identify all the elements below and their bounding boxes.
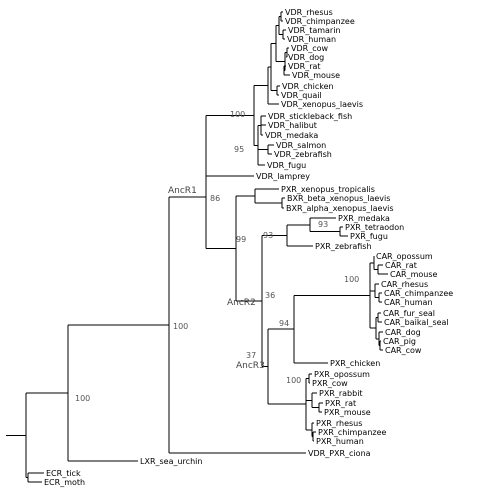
taxon-label-vdr-salmon: VDR_salmon bbox=[276, 141, 326, 150]
taxon-label-ecr-moth: ECR_moth bbox=[44, 478, 85, 487]
taxon-label-lxr-sea-urchin: LXR_sea_urchin bbox=[140, 457, 202, 466]
support-value-3: 99 bbox=[236, 235, 246, 244]
support-value-10: 100 bbox=[286, 376, 301, 385]
taxon-label-vdr-quail: VDR_quail bbox=[281, 91, 322, 100]
taxon-label-pxr-chimpanzee: PXR_chimpanzee bbox=[318, 428, 387, 437]
tree-branches bbox=[6, 11, 388, 483]
taxon-label-car-chimpanzee: CAR_chimpanzee bbox=[384, 289, 453, 298]
tree-labels: VDR_rhesusVDR_chimpanzeeVDR_tamarinVDR_h… bbox=[44, 8, 453, 487]
taxon-label-car-pig: CAR_pig bbox=[383, 337, 416, 346]
taxon-label-vdr-cow: VDR_cow bbox=[291, 44, 328, 53]
ancestral-node-ancr1: AncR1 bbox=[168, 186, 197, 196]
taxon-label-car-human: CAR_human bbox=[384, 298, 433, 307]
taxon-label-pxr-rabbit: PXR_rabbit bbox=[319, 389, 363, 398]
taxon-label-car-rat: CAR_rat bbox=[385, 261, 417, 270]
taxon-label-ecr-tick: ECR_tick bbox=[46, 469, 81, 478]
taxon-label-pxr-fugu: PXR_fugu bbox=[350, 232, 388, 241]
taxon-label-pxr-tetraodon: PXR_tetraodon bbox=[345, 223, 404, 232]
taxon-label-vdr-chimpanzee: VDR_chimpanzee bbox=[285, 17, 355, 26]
taxon-label-car-cow: CAR_cow bbox=[385, 346, 422, 355]
taxon-label-pxr-rhesus: PXR_rhesus bbox=[316, 419, 362, 428]
taxon-label-vdr-tamarin: VDR_tamarin bbox=[288, 26, 341, 35]
taxon-label-vdr-rat: VDR_rat bbox=[288, 62, 321, 71]
support-value-9: 37 bbox=[246, 351, 256, 360]
taxon-label-pxr-opossum: PXR_opossum bbox=[314, 370, 370, 379]
taxon-label-pxr-mouse: PXR_mouse bbox=[324, 408, 371, 417]
support-value-1: 95 bbox=[234, 145, 244, 154]
taxon-label-vdr-medaka: VDR_medaka bbox=[265, 131, 318, 140]
taxon-label-car-opossum: CAR_opossum bbox=[376, 252, 433, 261]
support-value-8: 94 bbox=[279, 319, 289, 328]
taxon-label-vdr-pxr-ciona: VDR_PXR_ciona bbox=[308, 449, 371, 458]
support-value-11: 100 bbox=[173, 322, 188, 331]
taxon-label-car-fur-seal: CAR_fur_seal bbox=[383, 309, 435, 318]
taxon-label-vdr-human: VDR_human bbox=[287, 35, 336, 44]
taxon-label-pxr-medaka: PXR_medaka bbox=[338, 214, 390, 223]
taxon-label-pxr-zebrafish: PXR_zebrafish bbox=[315, 242, 372, 251]
support-value-0: 100 bbox=[230, 110, 245, 119]
support-value-6: 100 bbox=[344, 275, 359, 284]
taxon-label-vdr-xenopus-laevis: VDR_xenopus_laevis bbox=[281, 100, 363, 109]
taxon-label-vdr-mouse: VDR_mouse bbox=[292, 71, 340, 80]
taxon-label-car-dog: CAR_dog bbox=[385, 328, 421, 337]
taxon-label-vdr-rhesus: VDR_rhesus bbox=[285, 8, 333, 17]
support-value-2: 86 bbox=[210, 194, 220, 203]
taxon-label-vdr-fugu: VDR_fugu bbox=[267, 161, 306, 170]
taxon-label-car-rhesus: CAR_rhesus bbox=[381, 280, 428, 289]
ancestral-node-ancr3: AncR3 bbox=[236, 361, 265, 371]
support-value-7: 36 bbox=[265, 291, 275, 300]
taxon-label-car-baikal-seal: CAR_baikal_seal bbox=[384, 318, 449, 327]
taxon-label-vdr-chicken: VDR_chicken bbox=[282, 82, 334, 91]
taxon-label-pxr-human: PXR_human bbox=[316, 437, 364, 446]
taxon-label-car-mouse: CAR_mouse bbox=[390, 270, 438, 279]
taxon-label-bxr-beta-xenopus-laevis: BXR_beta_xenopus_laevis bbox=[287, 194, 390, 203]
taxon-label-vdr-lamprey: VDR_lamprey bbox=[256, 172, 310, 181]
taxon-label-vdr-zebrafish: VDR_zebrafish bbox=[274, 150, 332, 159]
taxon-label-bxr-alpha-xenopus-laevis: BXR_alpha_xenopus_laevis bbox=[286, 204, 394, 213]
taxon-label-vdr-stickleback-fish: VDR_stickleback_fish bbox=[268, 112, 352, 121]
support-value-12: 100 bbox=[75, 394, 90, 403]
ancestral-node-ancr2: AncR2 bbox=[227, 298, 256, 308]
support-value-5: 93 bbox=[318, 220, 328, 229]
taxon-label-pxr-cow: PXR_cow bbox=[312, 379, 348, 388]
taxon-label-pxr-rat: PXR_rat bbox=[325, 399, 356, 408]
taxon-label-pxr-xenopus-tropicalis: PXR_xenopus_tropicalis bbox=[281, 185, 375, 194]
taxon-label-vdr-dog: VDR_dog bbox=[288, 53, 324, 62]
taxon-label-vdr-halibut: VDR_halibut bbox=[268, 121, 317, 130]
support-value-4: 93 bbox=[263, 231, 273, 240]
taxon-label-pxr-chicken: PXR_chicken bbox=[330, 359, 380, 368]
